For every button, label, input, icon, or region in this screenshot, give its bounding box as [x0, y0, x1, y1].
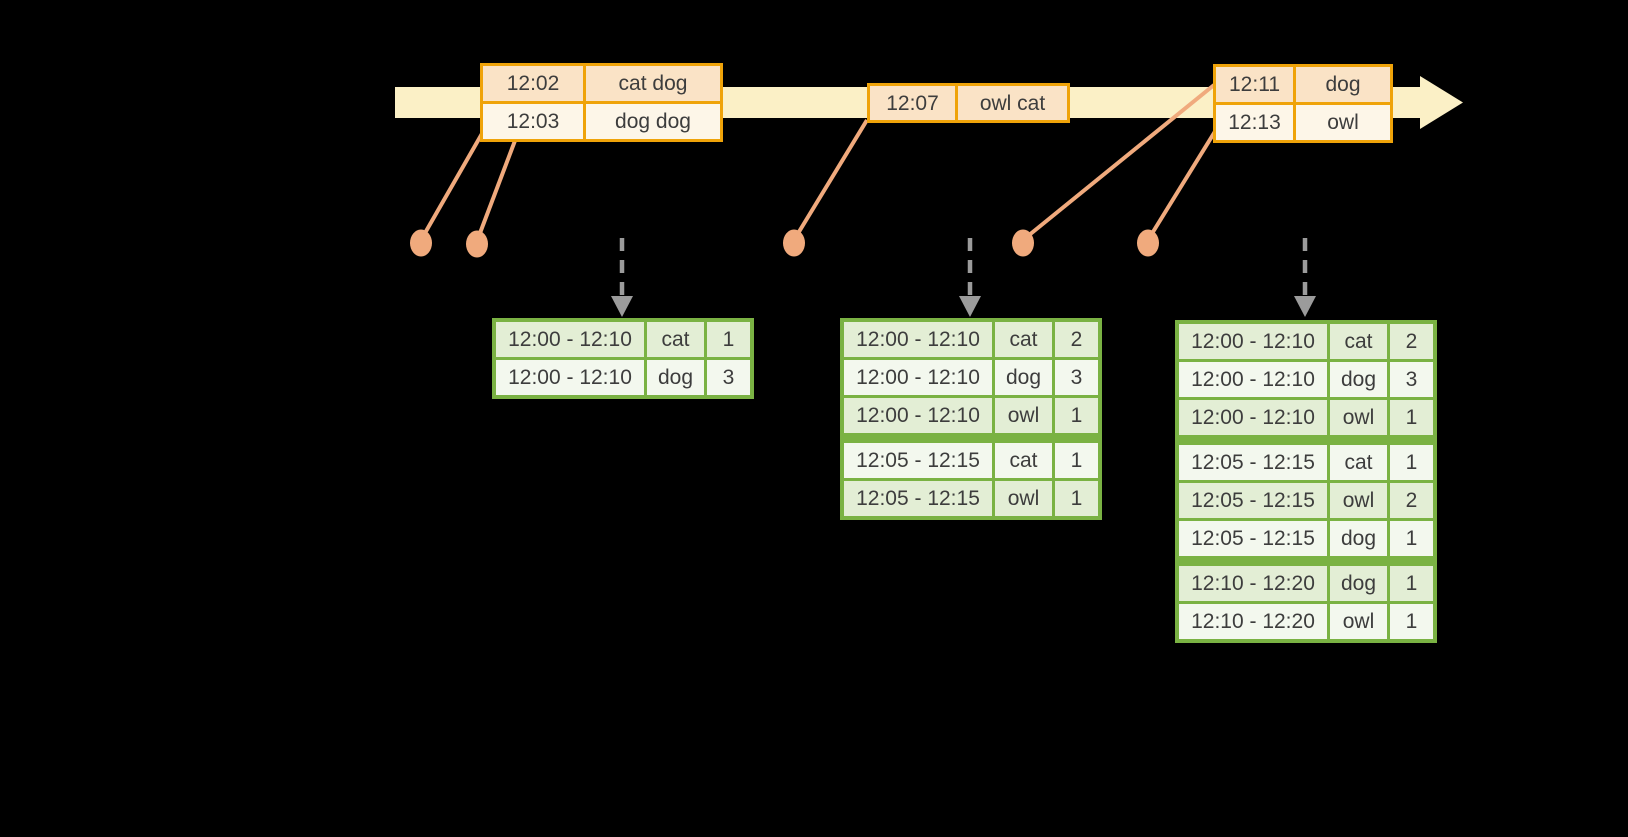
timeline-arrowhead-icon	[1420, 76, 1463, 129]
event-dot	[466, 230, 488, 258]
word-cell: owl	[1330, 604, 1387, 639]
result-row: 12:00 - 12:10 dog 3	[1179, 362, 1433, 397]
result-row: 12:10 - 12:20 owl 1	[1179, 604, 1433, 639]
window-cell: 12:00 - 12:10	[844, 322, 992, 357]
count-cell: 1	[707, 322, 750, 357]
event-row: 12:13 owl	[1216, 105, 1390, 140]
event-dot	[783, 229, 805, 257]
word-cell: dog	[995, 360, 1052, 395]
event-row: 12:11 dog	[1216, 67, 1390, 102]
word-cell: owl	[995, 481, 1052, 516]
result-row: 12:05 - 12:15 cat 1	[1179, 445, 1433, 480]
count-cell: 1	[1055, 443, 1098, 478]
count-cell: 1	[1055, 398, 1098, 433]
word-cell: dog	[1330, 521, 1387, 556]
word-cell: cat	[1330, 445, 1387, 480]
event-time-cell: 12:13	[1216, 105, 1293, 140]
result-row: 12:00 - 12:10 cat 1	[496, 322, 750, 357]
word-cell: cat	[1330, 324, 1387, 359]
result-row: 12:10 - 12:20 dog 1	[1179, 566, 1433, 601]
word-cell: cat	[647, 322, 704, 357]
window-cell: 12:05 - 12:15	[844, 481, 992, 516]
event-dot	[410, 229, 432, 257]
result-row: 12:00 - 12:10 dog 3	[496, 360, 750, 395]
window-cell: 12:05 - 12:15	[1179, 445, 1327, 480]
window-cell: 12:10 - 12:20	[1179, 566, 1327, 601]
window-cell: 12:00 - 12:10	[1179, 400, 1327, 435]
window-cell: 12:10 - 12:20	[1179, 604, 1327, 639]
count-cell: 1	[1390, 445, 1433, 480]
window-cell: 12:00 - 12:10	[1179, 324, 1327, 359]
word-cell: owl	[995, 398, 1052, 433]
event-words-cell: cat dog	[586, 66, 720, 101]
count-cell: 2	[1390, 324, 1433, 359]
event-time-cell: 12:07	[870, 86, 955, 120]
window-cell: 12:00 - 12:10	[496, 360, 644, 395]
event-words-cell: dog dog	[586, 104, 720, 139]
word-cell: cat	[995, 443, 1052, 478]
event-table-2: 12:07 owl cat	[867, 83, 1070, 123]
event-time-cell: 12:03	[483, 104, 583, 139]
result-row: 12:00 - 12:10 owl 1	[1179, 400, 1433, 435]
result-row: 12:05 - 12:15 cat 1	[844, 443, 1098, 478]
event-row: 12:03 dog dog	[483, 104, 720, 139]
event-words-cell: owl	[1296, 105, 1390, 140]
window-cell: 12:05 - 12:15	[1179, 521, 1327, 556]
count-cell: 3	[707, 360, 750, 395]
result-row: 12:05 - 12:15 dog 1	[1179, 521, 1433, 556]
event-dot	[1012, 229, 1034, 257]
window-cell: 12:00 - 12:10	[496, 322, 644, 357]
event-time-cell: 12:11	[1216, 67, 1293, 102]
count-cell: 2	[1390, 483, 1433, 518]
count-cell: 3	[1055, 360, 1098, 395]
word-cell: cat	[995, 322, 1052, 357]
window-cell: 12:00 - 12:10	[1179, 362, 1327, 397]
trigger-arrow-icon	[611, 238, 633, 317]
result-row: 12:00 - 12:10 cat 2	[844, 322, 1098, 357]
result-row: 12:00 - 12:10 owl 1	[844, 398, 1098, 433]
count-cell: 1	[1390, 566, 1433, 601]
result-row: 12:00 - 12:10 cat 2	[1179, 324, 1433, 359]
count-cell: 3	[1390, 362, 1433, 397]
word-cell: dog	[647, 360, 704, 395]
trigger-arrow-icon	[959, 238, 981, 317]
event-dot	[1137, 229, 1159, 257]
event-row: 12:07 owl cat	[870, 86, 1067, 120]
result-row: 12:00 - 12:10 dog 3	[844, 360, 1098, 395]
connector-line	[1021, 83, 1216, 242]
word-cell: owl	[1330, 483, 1387, 518]
count-cell: 1	[1055, 481, 1098, 516]
event-words-cell: dog	[1296, 67, 1390, 102]
event-table-3: 12:11 dog 12:13 owl	[1213, 64, 1393, 143]
connector-line	[475, 137, 518, 242]
event-words-cell: owl cat	[958, 86, 1067, 120]
trigger-arrow-icon	[1294, 238, 1316, 317]
word-cell: dog	[1330, 566, 1387, 601]
window-cell: 12:00 - 12:10	[844, 360, 992, 395]
event-row: 12:02 cat dog	[483, 66, 720, 101]
count-cell: 1	[1390, 521, 1433, 556]
result-row: 12:05 - 12:15 owl 2	[1179, 483, 1433, 518]
connector-line	[1146, 123, 1221, 242]
count-cell: 1	[1390, 400, 1433, 435]
window-cell: 12:05 - 12:15	[1179, 483, 1327, 518]
word-cell: owl	[1330, 400, 1387, 435]
window-cell: 12:00 - 12:10	[844, 398, 992, 433]
result-table-3: 12:00 - 12:10 cat 2 12:00 - 12:10 dog 3 …	[1175, 320, 1437, 643]
window-cell: 12:05 - 12:15	[844, 443, 992, 478]
result-table-2: 12:00 - 12:10 cat 2 12:00 - 12:10 dog 3 …	[840, 318, 1102, 520]
count-cell: 2	[1055, 322, 1098, 357]
count-cell: 1	[1390, 604, 1433, 639]
word-cell: dog	[1330, 362, 1387, 397]
event-table-1: 12:02 cat dog 12:03 dog dog	[480, 63, 723, 142]
result-row: 12:05 - 12:15 owl 1	[844, 481, 1098, 516]
result-table-1: 12:00 - 12:10 cat 1 12:00 - 12:10 dog 3	[492, 318, 754, 399]
connector-line	[792, 118, 869, 242]
event-time-cell: 12:02	[483, 66, 583, 101]
